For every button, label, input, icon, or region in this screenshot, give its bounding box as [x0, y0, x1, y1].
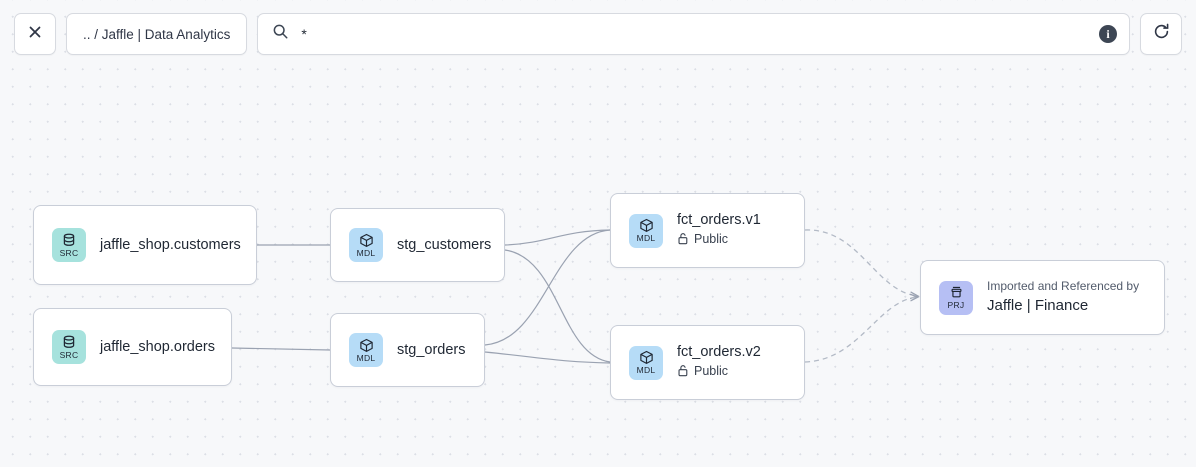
node-visibility: Public	[677, 232, 761, 249]
node-title: fct_orders.v1	[677, 212, 761, 229]
edge-orders-stgorders	[231, 347, 331, 351]
node-title: jaffle_shop.orders	[100, 338, 216, 355]
graph-node-jaffle-shop-orders[interactable]: SRC jaffle_shop.orders	[33, 308, 232, 386]
node-badge-code: MDL	[356, 247, 376, 258]
database-icon	[62, 335, 76, 350]
edge-stgcustomers-fctv2	[504, 249, 611, 363]
node-badge-mdl: MDL	[629, 345, 663, 380]
node-badge-prj: PRJ	[939, 280, 973, 315]
cube-icon	[639, 218, 654, 233]
node-badge-code: MDL	[356, 352, 376, 363]
node-badge-code: SRC	[59, 247, 79, 258]
node-badge-src: SRC	[52, 228, 86, 262]
node-title: jaffle_shop.customers	[100, 236, 241, 253]
unlock-icon	[677, 364, 689, 381]
node-title: Jaffle | Finance	[987, 296, 1089, 314]
cube-icon	[359, 338, 374, 353]
graph-node-fct-orders-v2[interactable]: MDL fct_orders.v2 Public	[610, 325, 805, 400]
node-badge-code: SRC	[59, 349, 79, 360]
node-title: stg_customers	[397, 236, 492, 253]
node-badge-mdl: MDL	[629, 213, 663, 248]
search-bar[interactable]: i	[257, 13, 1130, 55]
graph-node-stg-customers[interactable]: MDL stg_customers	[330, 208, 505, 282]
refresh-icon	[1152, 22, 1171, 46]
edge-fctv1-jafflefinance	[804, 229, 918, 296]
node-badge-code: MDL	[636, 365, 656, 376]
edge-fctv2-jafflefinance	[804, 297, 918, 363]
breadcrumb-label: .. / Jaffle | Data Analytics	[83, 26, 231, 42]
refresh-button[interactable]	[1140, 13, 1182, 55]
node-text: fct_orders.v1 Public	[677, 212, 761, 248]
edge-stgorders-fctv2	[484, 351, 611, 364]
cube-icon	[359, 233, 374, 248]
node-text: stg_customers	[397, 237, 491, 254]
node-visibility-label: Public	[694, 364, 729, 379]
node-badge-src: SRC	[52, 330, 86, 364]
node-text: jaffle_shop.customers	[100, 237, 241, 254]
edge-stgcustomers-fctv1	[504, 229, 611, 246]
node-text: jaffle_shop.orders	[100, 339, 215, 356]
search-input[interactable]	[301, 26, 1087, 42]
database-icon	[62, 233, 76, 248]
node-visibility-label: Public	[694, 232, 729, 247]
project-stack-icon	[949, 285, 964, 300]
graph-node-stg-orders[interactable]: MDL stg_orders	[330, 313, 485, 387]
close-button[interactable]	[14, 13, 56, 55]
unlock-icon	[677, 232, 689, 249]
node-badge-mdl: MDL	[349, 333, 383, 367]
cube-icon	[639, 350, 654, 365]
node-text: stg_orders	[397, 342, 466, 359]
node-visibility: Public	[677, 364, 761, 381]
node-title: stg_orders	[397, 341, 466, 358]
node-text: fct_orders.v2 Public	[677, 344, 761, 380]
info-icon[interactable]: i	[1099, 25, 1117, 43]
node-text: Imported and Referenced by Jaffle | Fina…	[987, 279, 1140, 315]
graph-node-jaffle-finance[interactable]: PRJ Imported and Referenced by Jaffle | …	[920, 260, 1165, 335]
node-title: fct_orders.v2	[677, 344, 761, 361]
toolbar: .. / Jaffle | Data Analytics i	[0, 12, 1196, 56]
breadcrumb[interactable]: .. / Jaffle | Data Analytics	[66, 13, 248, 55]
graph-node-fct-orders-v1[interactable]: MDL fct_orders.v1 Public	[610, 193, 805, 268]
node-badge-mdl: MDL	[349, 228, 383, 262]
node-badge-code: MDL	[636, 233, 656, 244]
close-icon	[27, 24, 43, 45]
graph-node-jaffle-shop-customers[interactable]: SRC jaffle_shop.customers	[33, 205, 257, 285]
node-pretitle: Imported and Referenced by	[987, 279, 1140, 294]
search-icon	[272, 23, 289, 45]
node-badge-code: PRJ	[947, 300, 965, 311]
